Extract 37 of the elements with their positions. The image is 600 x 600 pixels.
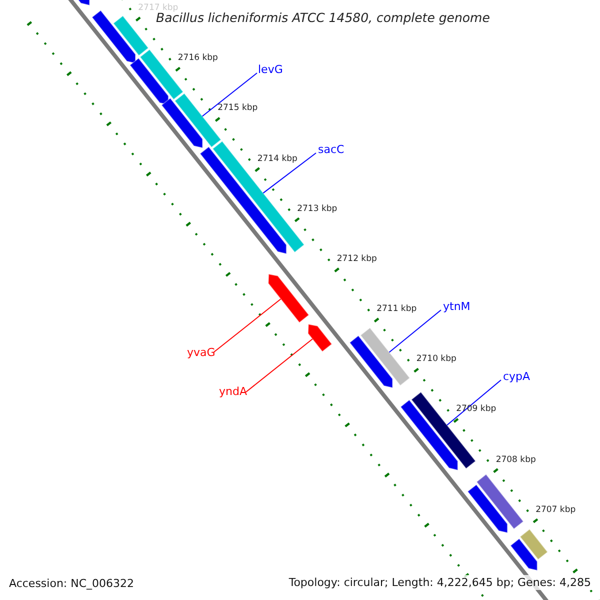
gene-label: levG	[258, 63, 283, 76]
scale-label: 2711 kbp	[376, 304, 417, 314]
gene-bar	[91, 10, 136, 64]
genome-summary: Topology: circular; Length: 4,222,645 bp; Genes: 4,285	[286, 575, 594, 590]
gene-bar	[160, 98, 204, 149]
gene-bar	[112, 15, 149, 56]
leader-line	[214, 298, 282, 352]
gene-bar	[476, 474, 524, 530]
gene-label: sacC	[318, 143, 344, 156]
gene-label: ytnM	[443, 300, 470, 313]
scale-label: 2708 kbp	[496, 454, 536, 465]
gene-bar	[129, 58, 169, 106]
scale-label: 2714 kbp	[257, 154, 298, 164]
scale-label: 2715 kbp	[218, 103, 258, 114]
leader-line	[202, 72, 258, 117]
leader-line	[388, 310, 442, 353]
scale-label: 2716 kbp	[178, 53, 218, 64]
gene-bar	[268, 274, 310, 324]
gene-bar	[360, 327, 410, 386]
scale-label: 2713 kbp	[297, 204, 338, 214]
gene-bar	[467, 484, 508, 534]
gene-bar	[410, 391, 476, 470]
gene-bar	[349, 335, 394, 388]
scale-label: 2712 kbp	[336, 254, 377, 264]
gene-bar	[400, 399, 458, 471]
scale-label: 2710 kbp	[416, 354, 456, 364]
gene-label: cypA	[503, 370, 530, 383]
gene-bar	[308, 324, 332, 352]
gene-label: yvaG	[187, 346, 216, 359]
gene-bar	[510, 538, 538, 572]
scale-label: 2707 kbp	[536, 504, 576, 515]
leader-line	[246, 338, 313, 392]
leader-line	[262, 152, 316, 194]
gene-bar	[519, 528, 548, 560]
gene-label: yndA	[219, 385, 247, 398]
leader-line	[446, 380, 502, 426]
accession-text: Accession: NC_006322	[9, 577, 134, 590]
